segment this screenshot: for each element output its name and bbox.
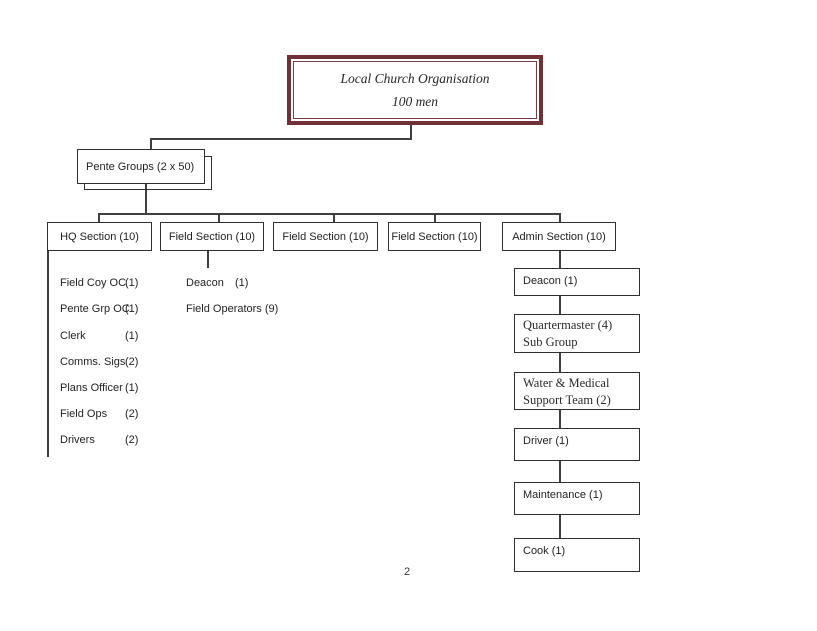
hq-role-count: (1) <box>125 303 139 315</box>
hq-role-name: Drivers <box>60 434 95 446</box>
admin-box-maintenance: Maintenance (1) <box>514 482 640 515</box>
hq-role-row: Drivers (2) <box>60 434 180 448</box>
connector-stub-hq <box>98 213 100 223</box>
section-box-field-1: Field Section (10) <box>160 222 264 251</box>
section-label-field-1: Field Section (10) <box>168 230 256 243</box>
admin-box-cook: Cook (1) <box>514 538 640 572</box>
hq-role-name: Comms. Sigs <box>60 356 126 368</box>
hq-role-row: Pente Grp OC (1) <box>60 303 180 317</box>
section-box-admin: Admin Section (10) <box>502 222 616 251</box>
admin-box-line1: Quartermaster (4) <box>523 318 613 332</box>
admin-box-line2: Support Team (2) <box>523 393 611 407</box>
root-org-box-inner: Local Church Organisation 100 men <box>293 61 537 119</box>
admin-box-driver: Driver (1) <box>514 428 640 461</box>
admin-box-line1: Maintenance (1) <box>523 489 603 501</box>
hq-role-count: (2) <box>125 408 139 420</box>
admin-box-line1: Driver (1) <box>523 435 569 447</box>
section-label-field-3: Field Section (10) <box>391 230 478 243</box>
connector-hq-list-rail <box>47 251 49 457</box>
hq-role-row: Field Coy OC (1) <box>60 277 180 291</box>
hq-role-name: Field Coy OC <box>60 277 127 289</box>
page-number: 2 <box>404 566 411 578</box>
section-box-field-2: Field Section (10) <box>273 222 378 251</box>
field-role-count: (1) <box>235 277 249 289</box>
root-org-box: Local Church Organisation 100 men <box>287 55 543 125</box>
section-box-field-3: Field Section (10) <box>388 222 481 251</box>
hq-role-count: (1) <box>125 382 139 394</box>
section-box-hq: HQ Section (10) <box>47 222 152 251</box>
admin-box-line1: Deacon (1) <box>523 275 578 287</box>
admin-box-deacon: Deacon (1) <box>514 268 640 296</box>
admin-box-line1: Water & Medical <box>523 376 610 390</box>
connector-sections-span <box>98 213 560 215</box>
pente-groups-box: Pente Groups (2 x 50) <box>77 149 205 184</box>
section-label-hq: HQ Section (10) <box>60 230 139 243</box>
admin-box-line1: Cook (1) <box>523 545 566 557</box>
hq-role-name: Pente Grp OC <box>60 303 130 315</box>
hq-role-name: Clerk <box>60 330 86 342</box>
section-label-admin: Admin Section (10) <box>512 230 606 243</box>
admin-box-water-medical: Water & Medical Support Team (2) <box>514 372 640 410</box>
connector-root-horizontal <box>150 138 412 140</box>
field-role-row: Deacon (1) <box>186 277 316 291</box>
admin-box-quartermaster: Quartermaster (4) Sub Group <box>514 314 640 353</box>
pente-groups-label: Pente Groups (2 x 50) <box>86 160 195 173</box>
hq-role-row: Plans Officer (1) <box>60 382 180 396</box>
section-label-field-2: Field Section (10) <box>282 230 369 243</box>
connector-field1-drop <box>207 251 209 268</box>
connector-stub-field3 <box>434 213 436 223</box>
org-subtitle: 100 men <box>391 93 439 109</box>
connector-stub-field1 <box>218 213 220 223</box>
connector-root-drop <box>410 125 412 138</box>
connector-stub-admin <box>559 213 561 223</box>
connector-pente-drop <box>145 184 147 214</box>
hq-role-name: Field Ops <box>60 408 108 420</box>
admin-box-line2: Sub Group <box>523 335 578 349</box>
hq-role-row: Clerk (1) <box>60 330 180 344</box>
field-role-name: Deacon <box>186 277 224 289</box>
hq-role-count: (2) <box>125 356 139 368</box>
connector-stub-field2 <box>333 213 335 223</box>
org-title: Local Church Organisation <box>340 70 490 86</box>
hq-role-count: (1) <box>125 330 139 342</box>
hq-role-count: (2) <box>125 434 139 446</box>
field-role-name: Field Operators (9) <box>186 303 279 315</box>
hq-role-row: Comms. Sigs (2) <box>60 356 180 370</box>
hq-role-row: Field Ops (2) <box>60 408 180 422</box>
hq-role-name: Plans Officer <box>60 382 123 394</box>
hq-role-count: (1) <box>125 277 139 289</box>
connector-to-pente <box>150 138 152 150</box>
field-role-row: Field Operators (9) <box>186 303 316 317</box>
